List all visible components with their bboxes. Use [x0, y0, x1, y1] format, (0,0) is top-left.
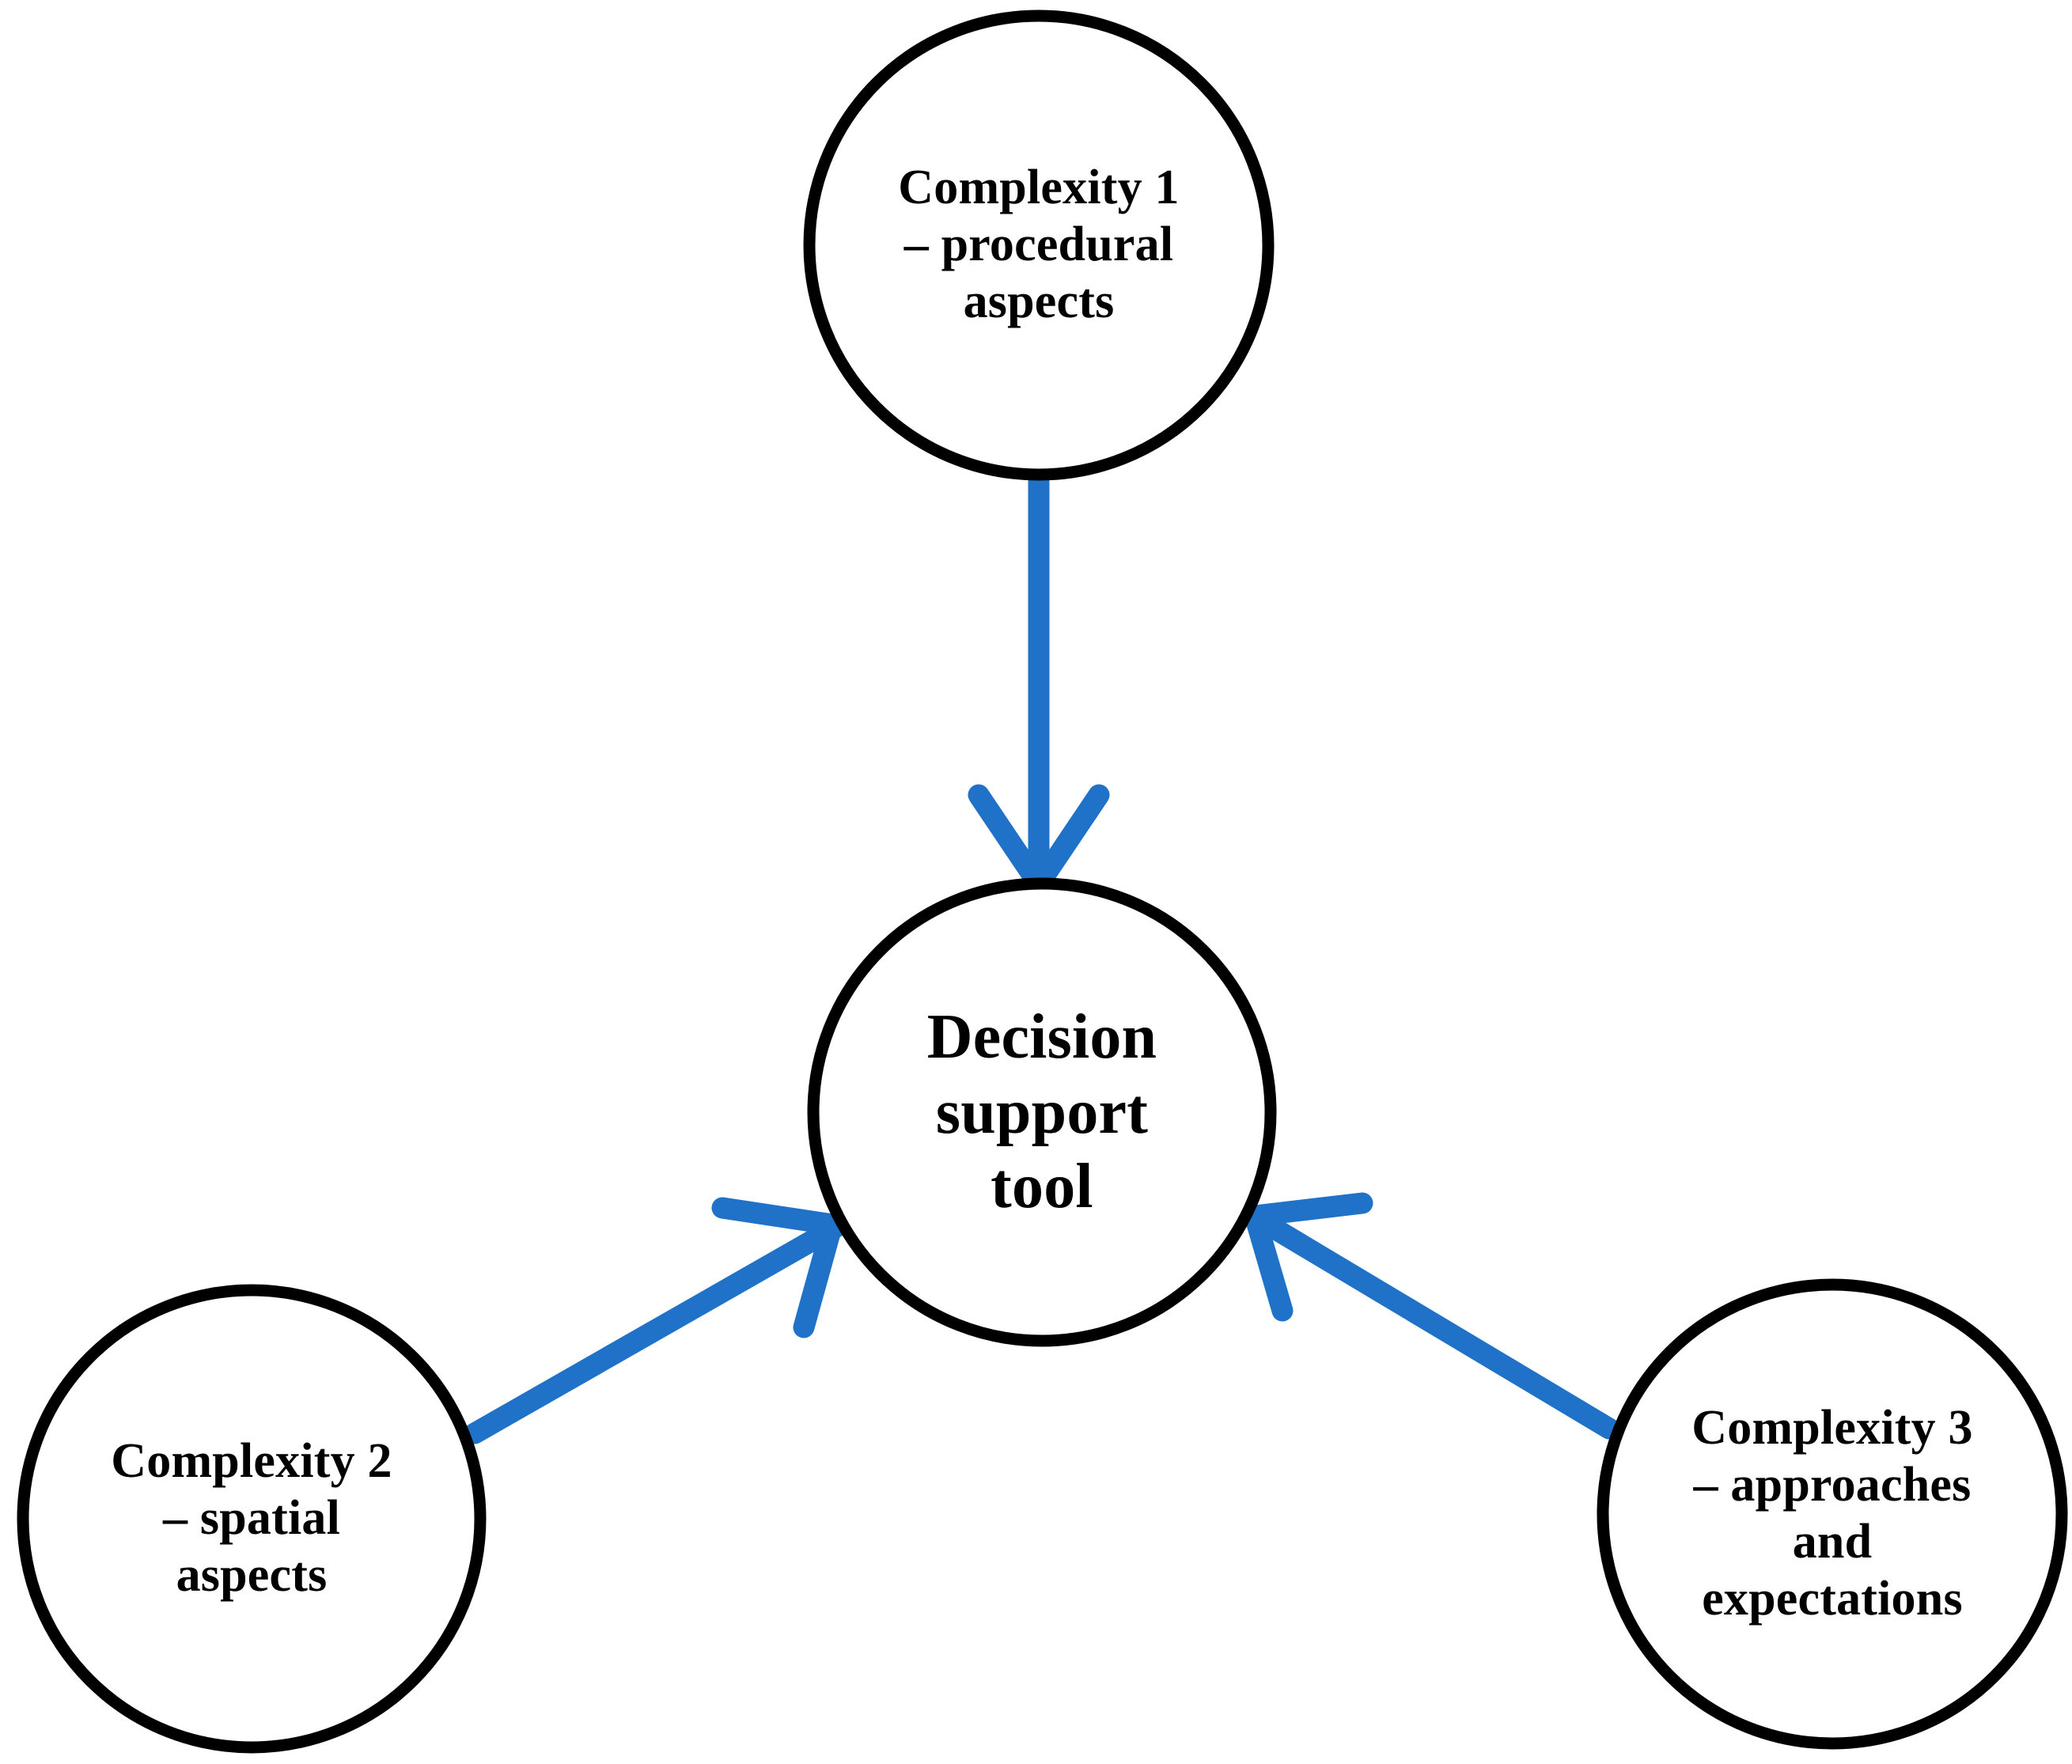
arrow-shaft-up-left	[1246, 1207, 1620, 1440]
arrow-head-up-left	[1244, 1192, 1373, 1322]
arrow-complexity-1-to-center	[968, 465, 1110, 899]
arrow-head-up-right	[711, 1197, 843, 1338]
node-circle-decision-support-tool[interactable]	[807, 877, 1277, 1347]
node-circle-complexity-2[interactable]	[17, 1284, 487, 1754]
node-circle-complexity-3[interactable]	[1597, 1278, 2068, 1750]
node-circle-complexity-1[interactable]	[803, 9, 1275, 481]
arrow-complexity-3-to-center	[1244, 1192, 1620, 1440]
arrow-complexity-2-to-center	[464, 1197, 847, 1444]
arrow-shaft-up-right	[464, 1216, 847, 1444]
